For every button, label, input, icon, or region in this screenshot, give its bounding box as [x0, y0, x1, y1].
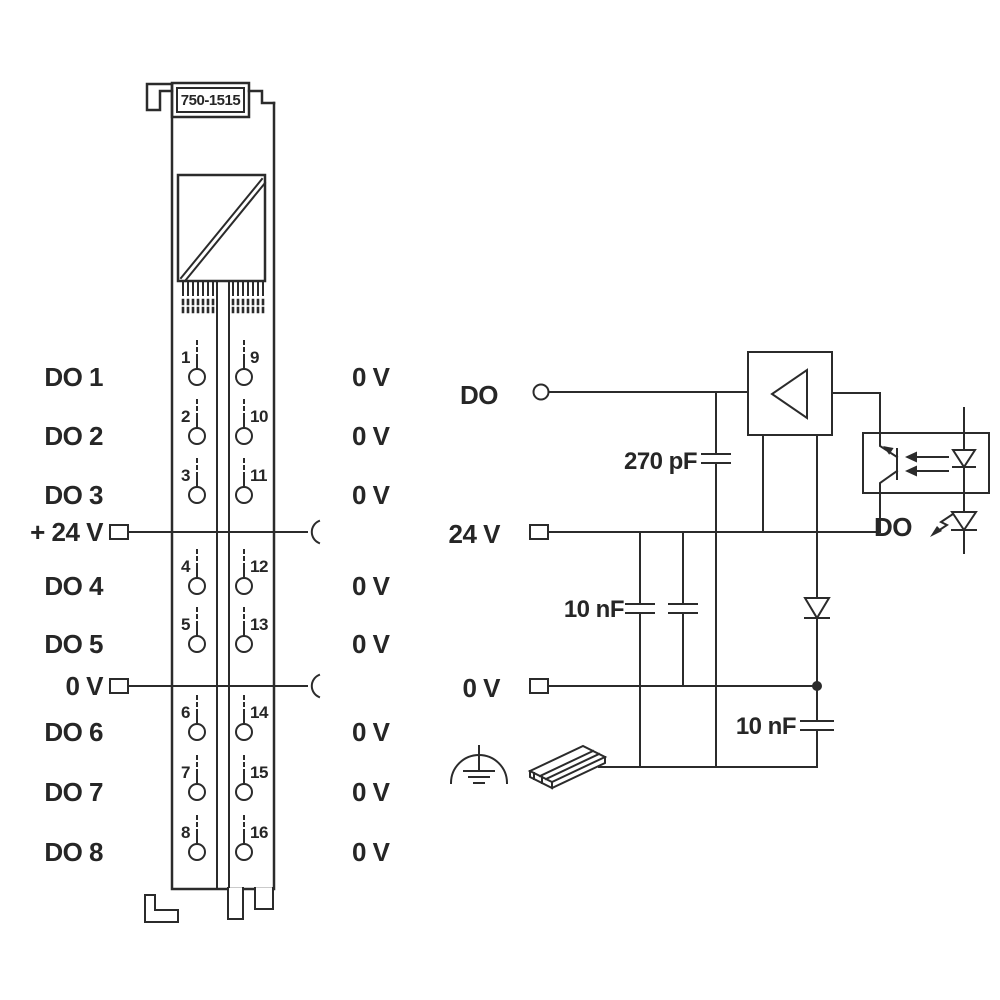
function-display-box: [176, 173, 267, 283]
opto-led-icon: [951, 407, 977, 513]
light-arrowhead-2: [905, 465, 917, 477]
channel-label-do7: DO 7: [44, 777, 103, 807]
right-0v-label-5: 0 V: [352, 629, 390, 659]
transistor-arrowhead: [883, 446, 894, 455]
pin-number-7: 7: [181, 763, 190, 782]
pin-number-3: 3: [181, 466, 190, 485]
channel-label-do1: DO 1: [44, 362, 103, 392]
plus24v-jumper-arc: [310, 519, 321, 545]
left-foot-hook: [144, 894, 179, 923]
pin-number-6: 6: [181, 703, 190, 722]
plus24v-label: + 24 V: [30, 517, 103, 547]
module-body-outline: [170, 82, 276, 891]
channel-label-do3: DO 3: [44, 480, 103, 510]
right-foot: [254, 887, 274, 910]
channel-label-do6: DO 6: [44, 717, 103, 747]
light-arrow-stems: [915, 456, 949, 472]
plus24v-terminal: [109, 524, 129, 540]
part-number-label: 750-1515: [180, 92, 241, 109]
0v-terminal: [529, 678, 549, 694]
display-diagonal-lines: [179, 177, 267, 283]
part-label-outer-box: [170, 81, 251, 119]
part-label-inner-box: [176, 87, 245, 113]
contact-comb-dashes: [181, 298, 265, 314]
pin-number-8: 8: [181, 823, 190, 842]
pin-number-4: 4: [181, 557, 190, 576]
pin-number-5: 5: [181, 615, 190, 634]
din-rail-icon: [527, 744, 608, 790]
module-divider-lines: [216, 280, 230, 890]
contact-comb-teeth: [182, 281, 264, 296]
earth-symbol: [449, 745, 509, 785]
amplifier-output-wire: [831, 392, 881, 434]
power-rails: [109, 519, 321, 699]
phototransistor-icon: [879, 432, 899, 533]
lightning-arrowhead: [930, 526, 942, 537]
schematic-24v-label: 24 V: [448, 519, 501, 549]
pin-number-11: 11: [250, 466, 267, 485]
channel-label-do5: DO 5: [44, 629, 103, 659]
light-arrowhead-1: [905, 451, 917, 463]
right-0v-label-3: 0 V: [352, 480, 390, 510]
module-top-left-hook: [145, 82, 174, 112]
lightning-bolt-icon: [933, 512, 955, 535]
pin-number-12: 12: [250, 557, 268, 576]
earth-ground-icon: [463, 745, 495, 784]
capacitor-10nf-pair: [625, 531, 698, 768]
status-led: [930, 511, 978, 554]
module-top-right-hook: [247, 89, 276, 105]
pin-number-9: 9: [250, 348, 259, 367]
do-terminal-circle: [532, 383, 550, 401]
pin-number-15: 15: [250, 763, 268, 782]
zerov-jumper-arc: [310, 673, 321, 699]
right-0v-label-1: 0 V: [352, 362, 390, 392]
cap-10nf-label-top: 10 nF: [563, 596, 625, 623]
optocoupler-box: [862, 432, 990, 494]
channel-label-do4: DO 4: [44, 571, 103, 601]
pin-number-1: 1: [181, 348, 190, 367]
protection-diode: [803, 597, 831, 687]
capacitor-270pf: [701, 391, 731, 768]
right-0v-label-4: 0 V: [352, 571, 390, 601]
right-0v-label-6: 0 V: [352, 717, 390, 747]
io-module: [109, 81, 321, 923]
amplifier-box: [747, 351, 881, 599]
right-0v-label-2: 0 V: [352, 421, 390, 451]
mounting-feet: [144, 887, 274, 923]
24v-terminal: [529, 524, 549, 540]
pin-number-10: 10: [250, 407, 268, 426]
status-led-icon: [950, 511, 978, 554]
optocoupler: [862, 407, 990, 533]
pin-number-14: 14: [250, 703, 268, 722]
right-0v-label-8: 0 V: [352, 837, 390, 867]
schematic-do-label: DO: [460, 380, 499, 410]
capacitor-10nf-bottom: [800, 685, 834, 768]
middle-foot: [227, 887, 244, 920]
right-0v-label-7: 0 V: [352, 777, 390, 807]
contact-circles: [188, 368, 253, 861]
circuit-schematic: [449, 351, 990, 790]
zerov-label: 0 V: [65, 671, 103, 701]
amplifier-triangle-icon: [770, 368, 808, 420]
schematic-0v-label: 0 V: [462, 673, 500, 703]
pin-number-16: 16: [250, 823, 268, 842]
channel-label-do8: DO 8: [44, 837, 103, 867]
pin-number-2: 2: [181, 407, 190, 426]
contact-leaders: [196, 340, 245, 844]
cap-270pf-label: 270 pF: [623, 448, 698, 475]
pin-number-13: 13: [250, 615, 268, 634]
zerov-terminal: [109, 678, 129, 694]
status-led-do-label: DO: [874, 512, 913, 542]
channel-label-do2: DO 2: [44, 421, 103, 451]
cap-10nf-label-bottom: 10 nF: [735, 713, 797, 740]
